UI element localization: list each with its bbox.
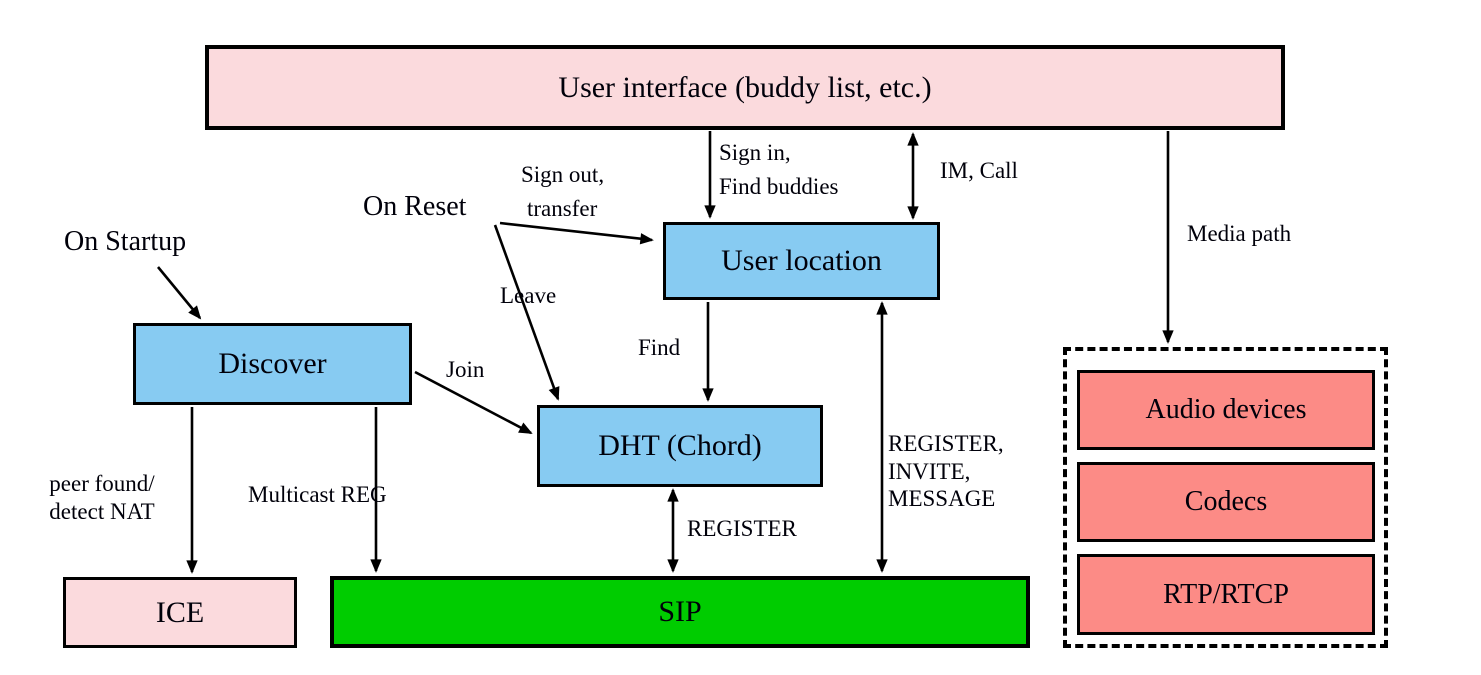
ice-label: ICE [155, 595, 205, 629]
multicast-reg-label: Multicast REG [248, 482, 387, 507]
leave-label: Leave [500, 283, 557, 308]
edge-leave-arrow [493, 224, 560, 401]
register-invite-line2: INVITE, [888, 458, 971, 484]
audio-devices-box: Audio devices [1077, 370, 1375, 450]
dht-chord-label: DHT (Chord) [598, 429, 762, 463]
register-invite-line1: REGISTER, [888, 431, 1004, 456]
peer-found-line2: detect NAT [49, 498, 155, 524]
peer-found-detect-nat-label: peer found/ detect NAT [12, 470, 192, 525]
rtp-rtcp-label: RTP/RTCP [1163, 578, 1289, 610]
register-label: REGISTER [687, 516, 797, 541]
edge-sign-out-transfer-arrow [499, 221, 654, 245]
transfer-label: transfer [527, 196, 598, 221]
im-call-label: IM, Call [940, 158, 1018, 183]
dht-chord-box: DHT (Chord) [537, 405, 823, 487]
peer-found-line1: peer found/ [49, 471, 155, 496]
media-path-label: Media path [1187, 221, 1292, 246]
sign-in-label: Sign in, [719, 140, 791, 165]
user-interface-box: User interface (buddy list, etc.) [205, 45, 1285, 130]
on-reset-label: On Reset [363, 191, 467, 222]
codecs-label: Codecs [1184, 486, 1268, 518]
join-label: Join [446, 357, 485, 382]
on-startup-label: On Startup [64, 226, 187, 257]
audio-devices-label: Audio devices [1145, 394, 1307, 426]
sign-out-label: Sign out, [521, 162, 605, 187]
register-invite-message-label: REGISTER, INVITE, MESSAGE [888, 430, 1004, 513]
register-invite-line3: MESSAGE [888, 486, 996, 512]
discover-label: Discover [218, 347, 327, 381]
discover-box: Discover [133, 323, 412, 405]
ice-box: ICE [63, 577, 297, 648]
edge-on-startup-arrow [156, 266, 202, 320]
find-buddies-label: Find buddies [719, 174, 839, 199]
find-label: Find [638, 335, 681, 360]
user-location-box: User location [663, 222, 940, 300]
codecs-box: Codecs [1077, 462, 1375, 542]
rtp-rtcp-box: RTP/RTCP [1077, 554, 1375, 635]
sip-box: SIP [330, 576, 1030, 648]
user-location-label: User location [721, 244, 882, 278]
user-interface-label: User interface (buddy list, etc.) [558, 70, 932, 104]
sip-label: SIP [658, 595, 702, 629]
